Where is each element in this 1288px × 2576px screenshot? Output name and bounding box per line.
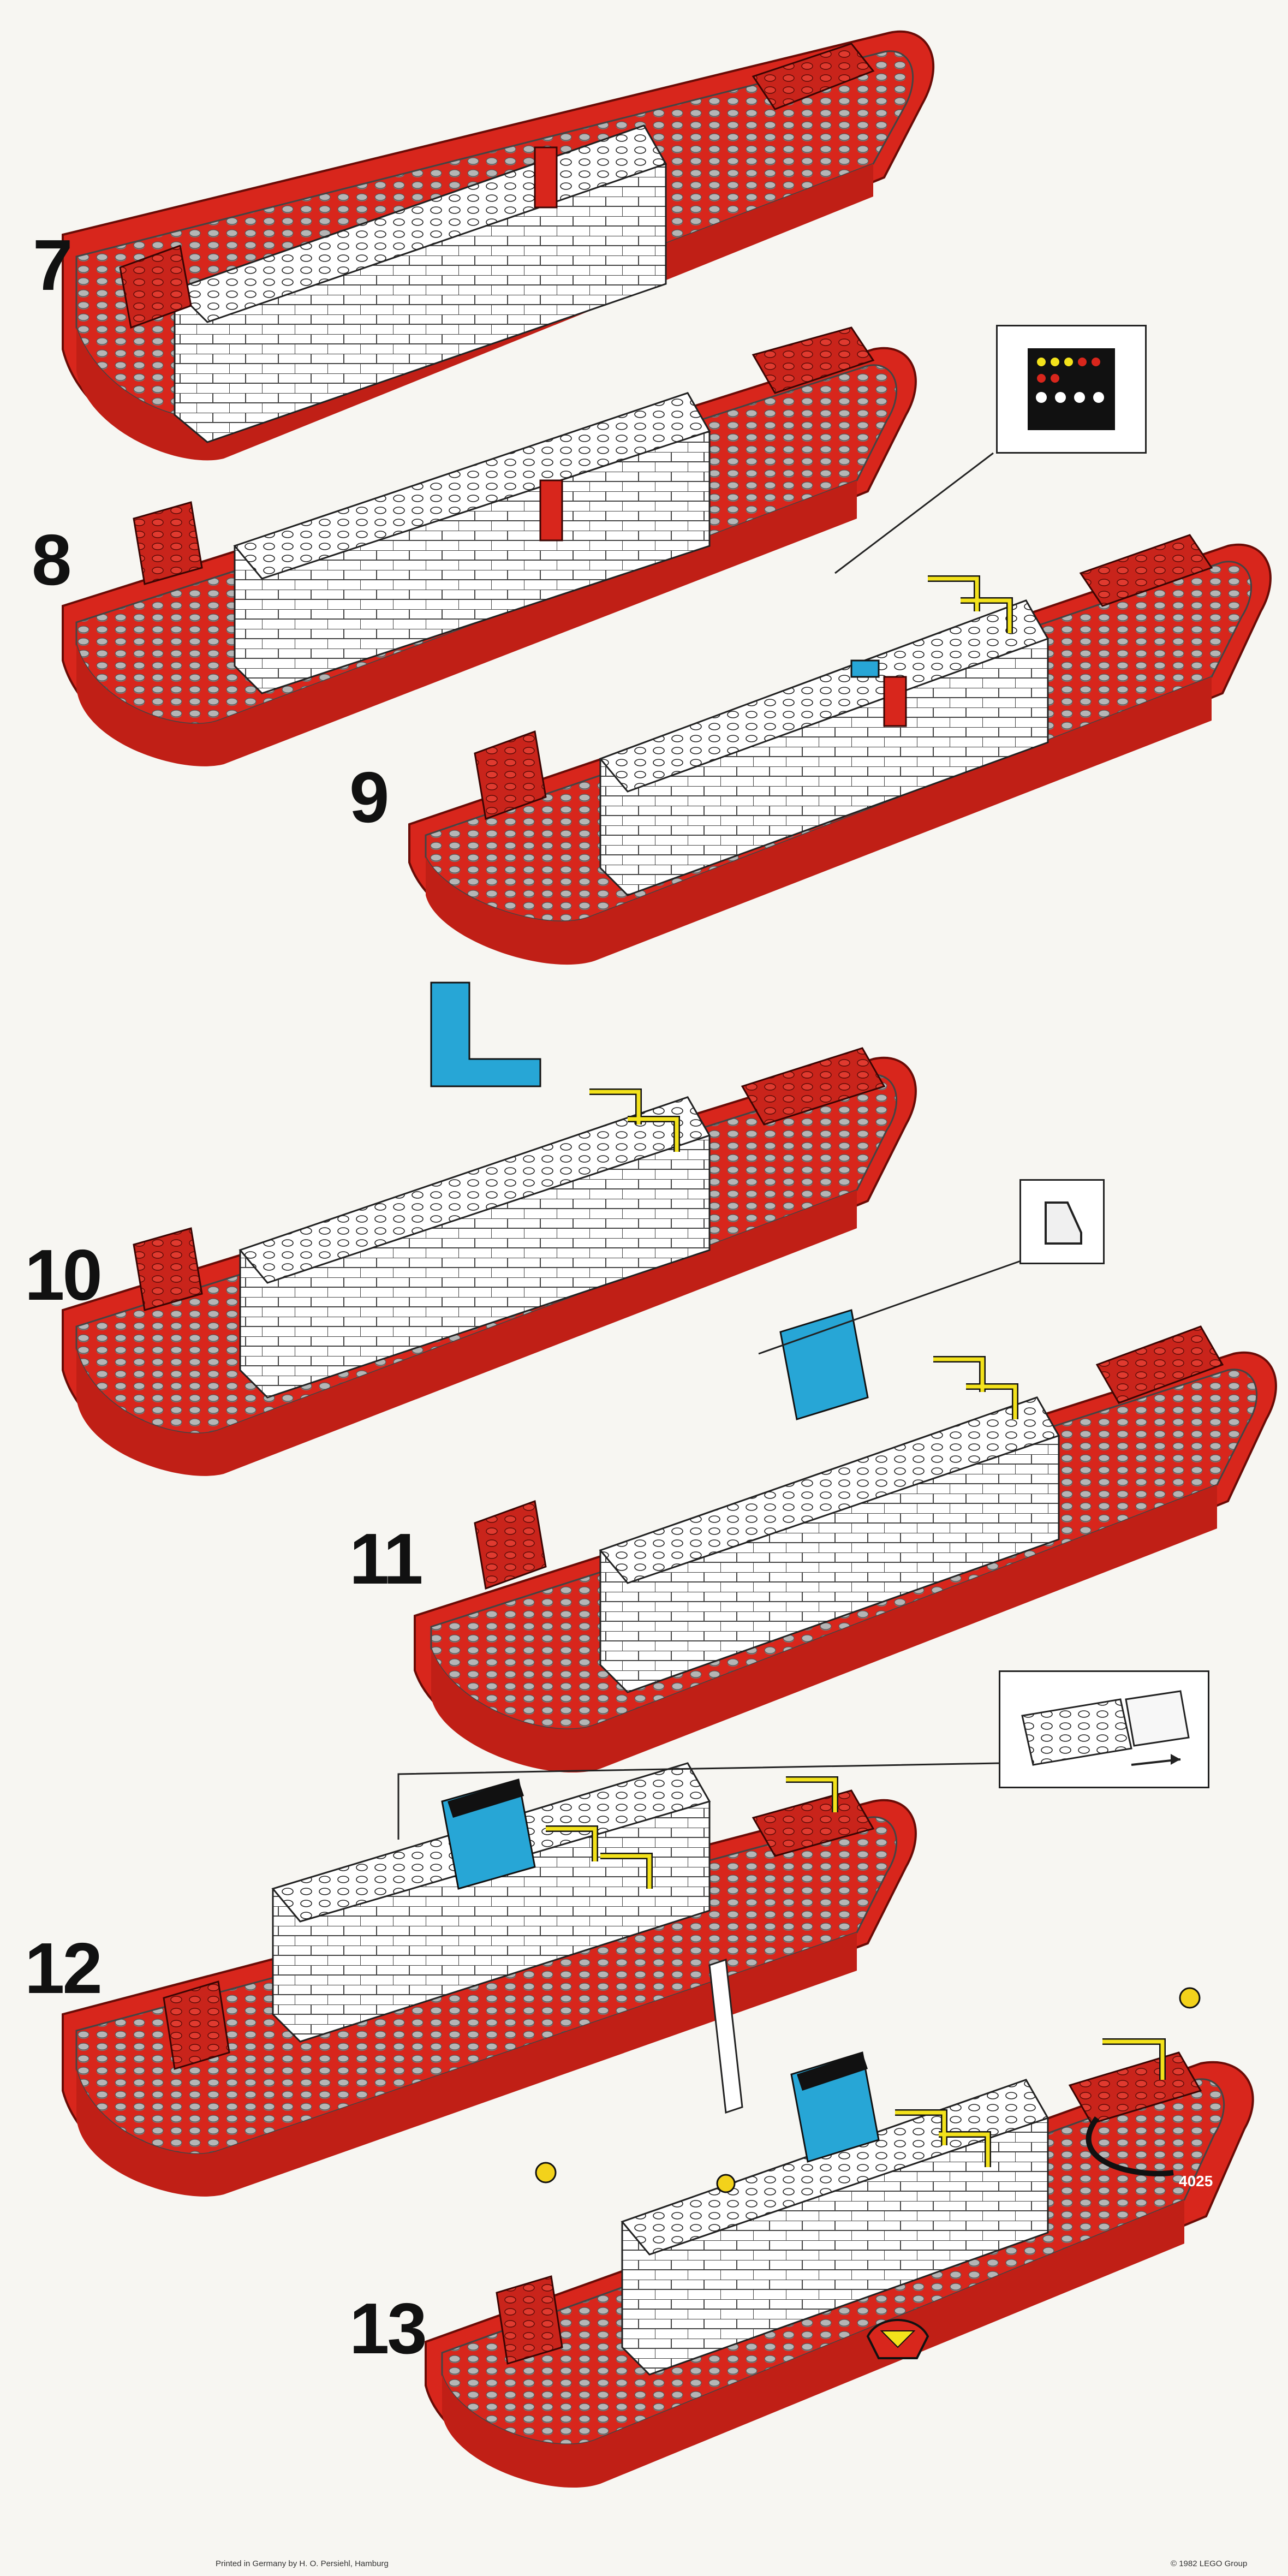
callout-arrow — [758, 1260, 1021, 1355]
minifig-head — [535, 2162, 557, 2184]
ship-step-13 — [425, 1958, 1254, 2488]
inset-hinge-plate — [999, 1670, 1209, 1788]
step-number: 10 — [25, 1235, 103, 1315]
ship-step-7 — [62, 30, 935, 461]
minifig-head — [716, 2174, 736, 2193]
step-number: 13 — [349, 2288, 427, 2369]
ship-step-10 — [62, 981, 917, 1476]
step-number: 12 — [25, 1928, 103, 2008]
minifig-head — [1179, 1987, 1201, 2009]
inset-slope-brick — [1019, 1179, 1105, 1264]
step-number: 11 — [349, 1519, 424, 1599]
ship-step-9 — [408, 534, 1272, 965]
step-number: 8 — [32, 520, 71, 600]
copyright-notice: © 1982 LEGO Group — [1171, 2559, 1248, 2568]
callout-arrow — [834, 452, 994, 574]
callout-arrow — [397, 1762, 999, 1840]
step-number: 7 — [33, 225, 73, 305]
ship-step-12 — [62, 1762, 917, 2197]
ship-step-8 — [62, 326, 917, 766]
printer-credit: Printed in Germany by H. O. Persiehl, Ha… — [216, 2559, 389, 2568]
hull-number: 4025 — [1179, 2173, 1213, 2190]
step-number: 9 — [349, 757, 389, 837]
inset-sticker-panel — [996, 325, 1147, 454]
ship-step-11 — [414, 1309, 1277, 1773]
